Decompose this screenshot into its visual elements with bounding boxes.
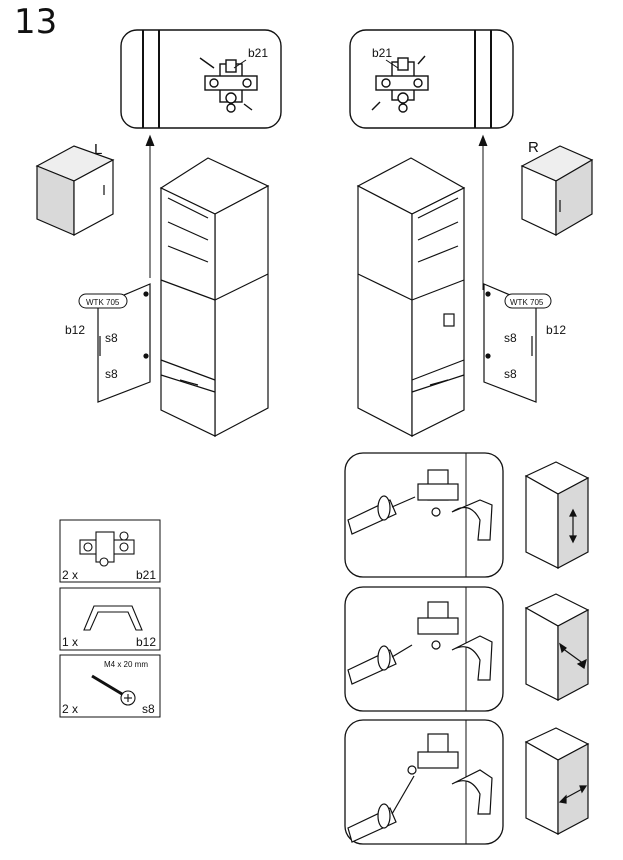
label-s8-right-top: s8 [504,331,517,345]
hinge-plate-icon [371,55,429,113]
label-b21-left: b21 [248,46,268,60]
step-number: 13 [14,2,58,42]
part-code-b21: b21 [136,568,156,582]
handle-icon [83,605,143,631]
left-mini-cabinet [35,145,115,237]
hinge-plate-icon [199,57,258,113]
part-spec-s8: M4 x 20 mm [104,660,148,669]
label-left-side: L [94,141,102,158]
part-box-b12 [59,587,161,651]
hinge-plate-icon [79,531,135,567]
part-qty-b21: 2 x [62,568,78,582]
screwdriver-icon [347,601,493,685]
side-adjust-box [524,727,590,835]
wtk-label-right: WTK 705 [510,298,544,307]
vertical-adjust-box [524,461,590,569]
parts-list [59,519,161,718]
right-tall-cabinet [356,157,537,437]
label-s8-right-bottom: s8 [504,367,517,381]
label-s8-left-bottom: s8 [105,367,118,381]
callout-arrows [145,134,488,290]
wtk-badge-left: WTK 705 [78,293,128,309]
part-qty-s8: 2 x [62,702,78,716]
left-tall-cabinet [97,157,270,437]
label-s8-left-top: s8 [105,331,118,345]
label-b12-right: b12 [546,323,566,337]
label-b12-left: b12 [65,323,85,337]
wtk-label-left: WTK 705 [86,298,120,307]
part-qty-b12: 1 x [62,635,78,649]
depth-adjust-box [524,593,590,701]
adjust-panel-1 [344,452,504,578]
screwdriver-icon [347,733,493,843]
detail-callout-left [120,29,282,129]
detail-callout-right [349,29,514,129]
part-code-b12: b12 [136,635,156,649]
adjust-panel-2 [344,586,504,712]
screwdriver-icon [347,469,493,541]
right-mini-cabinet [520,145,594,237]
adjust-direction-boxes [524,461,590,835]
label-right-side: R [528,139,539,156]
wtk-badge-right: WTK 705 [504,293,552,309]
screw-icon [91,674,136,706]
label-b21-right: b21 [372,46,392,60]
part-code-s8: s8 [142,702,155,716]
